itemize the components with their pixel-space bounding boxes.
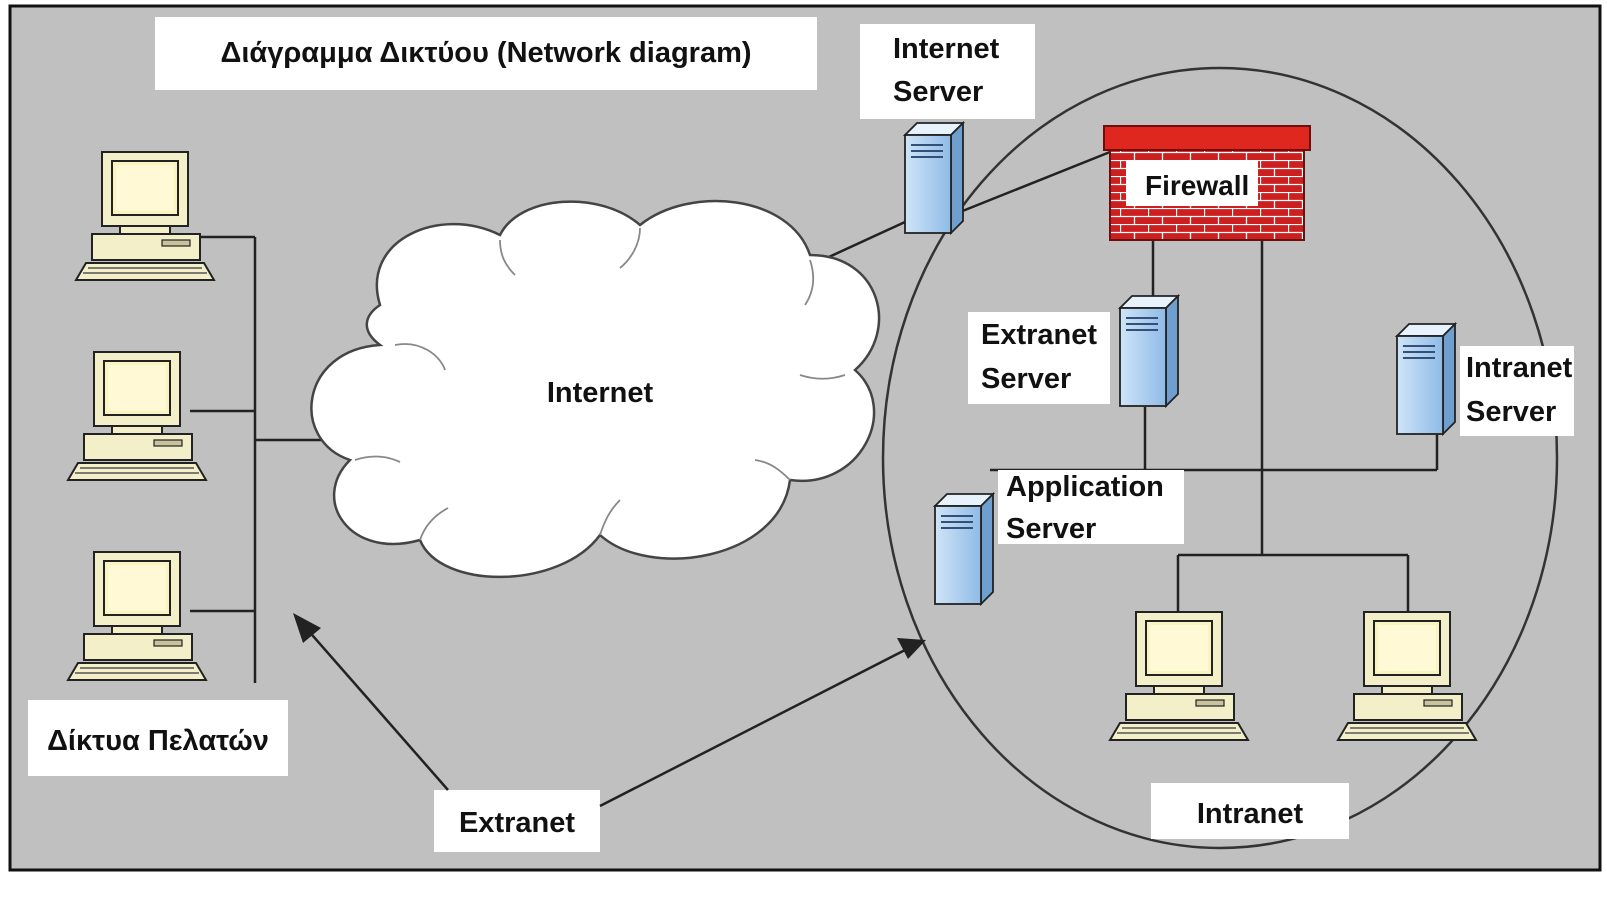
intranet-label: Intranet xyxy=(1197,798,1304,830)
extranet-label: Extranet xyxy=(459,807,575,839)
diagram-title: Διάγραμμα Δικτύου (Network diagram) xyxy=(220,37,751,69)
internet-server-icon xyxy=(904,122,964,234)
client-networks-label: Δίκτυα Πελατών xyxy=(47,725,269,757)
application-server-label-1: Application xyxy=(1006,471,1164,503)
intranet-server-label-2: Server xyxy=(1466,396,1556,428)
arrow-head-left-icon xyxy=(293,613,321,643)
internet-server-label-1: Internet xyxy=(893,33,1000,65)
title-box: Διάγραμμα Δικτύου (Network diagram) xyxy=(155,17,817,90)
intranet-server-label-box: Intranet Server xyxy=(1460,346,1574,436)
firewall-icon: Firewall xyxy=(1103,125,1311,241)
extranet-server-label-2: Server xyxy=(981,363,1071,395)
extranet-server-label-box: Extranet Server xyxy=(968,312,1110,404)
client-networks-label-box: Δίκτυα Πελατών xyxy=(28,700,288,776)
intranet-label-box: Intranet xyxy=(1151,783,1349,839)
internet-cloud: Internet xyxy=(310,199,881,579)
intranet-server-icon xyxy=(1396,323,1456,435)
application-server-label-2: Server xyxy=(1006,513,1096,545)
arrow-head-right-icon xyxy=(897,638,926,659)
application-server-icon xyxy=(934,493,994,605)
intranet-server-label-1: Intranet xyxy=(1466,352,1573,384)
extranet-label-box: Extranet xyxy=(434,790,600,852)
application-server-label-box: Application Server xyxy=(998,470,1184,545)
firewall-label: Firewall xyxy=(1145,170,1249,201)
extranet-arrows xyxy=(293,613,926,808)
extranet-server-icon xyxy=(1119,295,1179,407)
internet-server-label-box: Internet Server xyxy=(860,24,1035,119)
intranet-boundary xyxy=(881,66,1559,850)
internet-server-label-2: Server xyxy=(893,76,983,108)
internet-label: Internet xyxy=(547,377,654,409)
extranet-server-label-1: Extranet xyxy=(981,319,1097,351)
